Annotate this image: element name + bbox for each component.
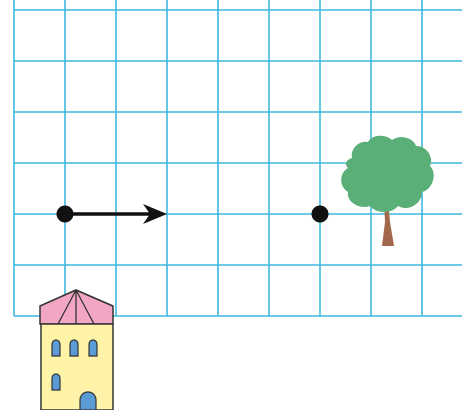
second-point (312, 206, 329, 223)
arrow-start-point (57, 206, 74, 223)
tower-icon (40, 290, 113, 410)
tree-icon (341, 136, 433, 246)
arrow (57, 204, 168, 224)
tower-wall (41, 324, 113, 410)
tree-foliage (341, 136, 433, 212)
tower-door (80, 392, 96, 410)
